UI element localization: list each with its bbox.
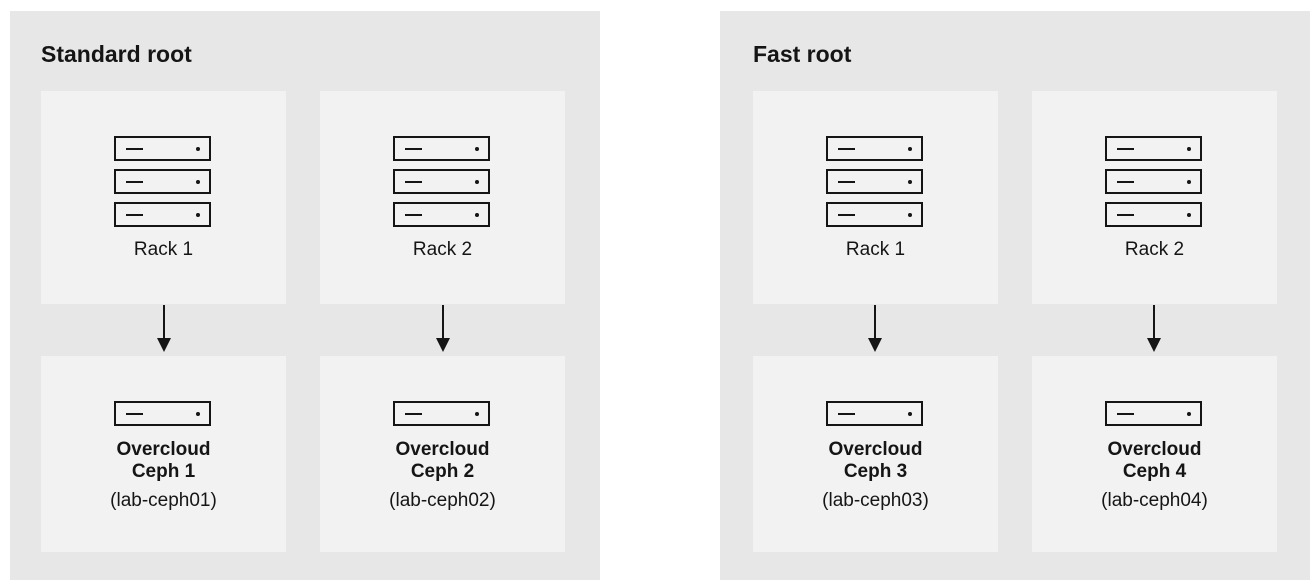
node-hostname: (lab-ceph04) (1101, 490, 1208, 511)
node-hostname: (lab-ceph01) (110, 490, 217, 511)
node-name: Overcloud Ceph 1 (116, 439, 211, 482)
root-title: Fast root (753, 41, 852, 67)
arrow-down-icon (868, 305, 882, 352)
node-card-ceph-1: Overcloud Ceph 1 (lab-ceph01) (41, 356, 286, 552)
server-rack-icon (114, 136, 211, 227)
fast-root-panel: Fast root Rack 1 Overcloud Ceph 3 (lab-c… (720, 11, 1310, 580)
node-name: Overcloud Ceph 3 (828, 439, 923, 482)
rack-label: Rack 2 (1124, 239, 1185, 260)
server-rack-icon (826, 136, 923, 227)
server-icon (114, 401, 211, 426)
server-rack-icon (1105, 136, 1202, 227)
node-card-ceph-2: Overcloud Ceph 2 (lab-ceph02) (320, 356, 565, 552)
node-name: Overcloud Ceph 4 (1107, 439, 1202, 482)
standard-root-panel: Standard root Rack 1 Overcloud Ceph 1 (l… (10, 11, 600, 580)
rack-card-fast-1: Rack 1 (753, 91, 998, 304)
server-icon (1105, 401, 1202, 426)
arrow-down-icon (436, 305, 450, 352)
rack-label: Rack 2 (412, 239, 473, 260)
node-card-ceph-3: Overcloud Ceph 3 (lab-ceph03) (753, 356, 998, 552)
rack-card-standard-2: Rack 2 (320, 91, 565, 304)
node-card-ceph-4: Overcloud Ceph 4 (lab-ceph04) (1032, 356, 1277, 552)
rack-label: Rack 1 (845, 239, 906, 260)
arrow-down-icon (1147, 305, 1161, 352)
server-rack-icon (393, 136, 490, 227)
server-icon (826, 401, 923, 426)
arrow-down-icon (157, 305, 171, 352)
node-hostname: (lab-ceph03) (822, 490, 929, 511)
rack-card-standard-1: Rack 1 (41, 91, 286, 304)
server-icon (393, 401, 490, 426)
node-name: Overcloud Ceph 2 (395, 439, 490, 482)
rack-label: Rack 1 (133, 239, 194, 260)
rack-card-fast-2: Rack 2 (1032, 91, 1277, 304)
root-title: Standard root (41, 41, 192, 67)
node-hostname: (lab-ceph02) (389, 490, 496, 511)
